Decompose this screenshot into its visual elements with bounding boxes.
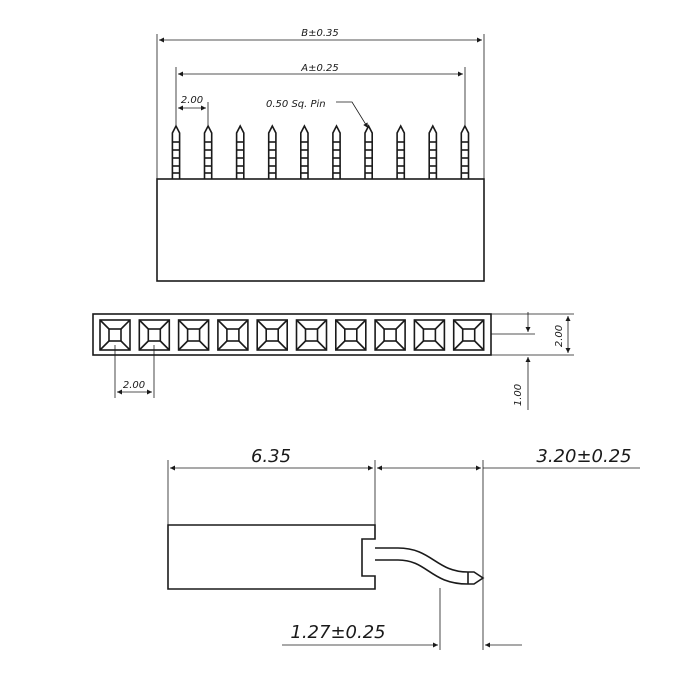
contact-socket: [217, 319, 249, 351]
pin: [460, 124, 470, 179]
connector-housing-front: [156, 178, 485, 282]
dim-tail-offset-label: 1.27±0.25: [290, 622, 385, 643]
pin-tail-side: [375, 547, 485, 585]
contact-socket: [138, 319, 171, 351]
dim-tail-length-label: 3.20±0.25: [536, 446, 631, 467]
pin: [203, 124, 213, 179]
front-view: B±0.35 A±0.25 2.00 0.50 Sq. Pin: [156, 28, 485, 282]
contact-socket: [374, 319, 406, 351]
connector-housing-top: [92, 313, 492, 356]
pin: [235, 124, 245, 179]
pin: [396, 124, 406, 179]
dim-pitch-top-label: 2.00: [123, 380, 145, 391]
pin-callout-label: 0.50 Sq. Pin: [266, 99, 326, 110]
pin: [364, 124, 373, 179]
contact-socket: [256, 319, 289, 351]
pin: [267, 124, 277, 179]
dim-a-label: A±0.25: [300, 63, 339, 74]
contact-socket: [177, 319, 210, 351]
pin: [300, 124, 309, 179]
dim-b-label: B±0.35: [301, 28, 339, 39]
pin: [428, 124, 438, 179]
pin-callout-leader: [336, 101, 369, 129]
dim-body-length-label: 6.35: [251, 446, 291, 467]
contact-socket: [413, 319, 446, 351]
pin: [332, 124, 341, 179]
pin: [171, 124, 181, 179]
top-contacts: [99, 319, 485, 351]
dim-pitch-front-label: 2.00: [181, 95, 203, 106]
contact-socket: [452, 319, 485, 351]
connector-housing-side: [167, 524, 376, 590]
front-pins: [171, 124, 470, 179]
contact-socket: [295, 319, 328, 351]
top-view: 2.00 2.00 1.00: [92, 312, 574, 410]
contact-socket: [334, 319, 367, 351]
side-view: 6.35 3.20±0.25 1.27±0.25: [167, 446, 640, 650]
dim-offset-label: 1.00: [513, 384, 524, 406]
dim-height-top-label: 2.00: [554, 325, 565, 347]
